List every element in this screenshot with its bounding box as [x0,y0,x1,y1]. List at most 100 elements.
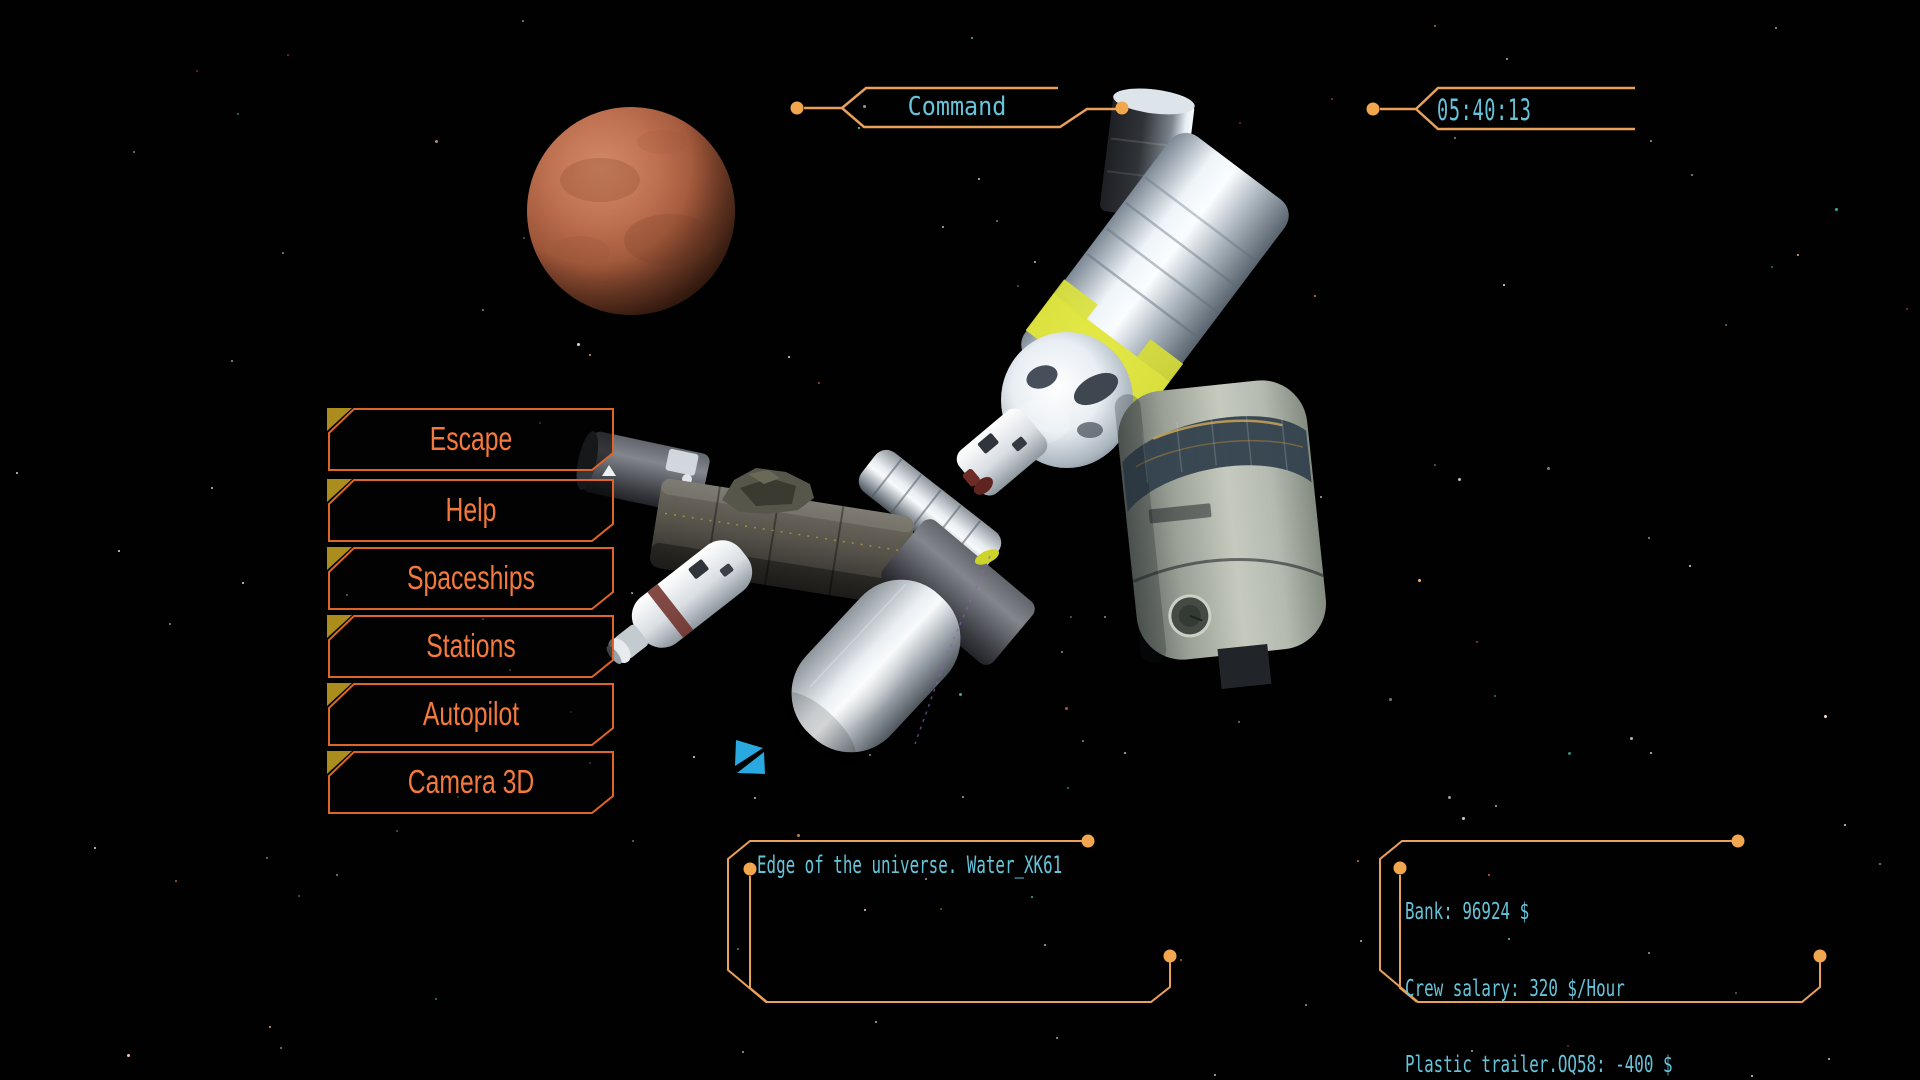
star [1879,863,1881,865]
star [1239,122,1241,124]
star [1314,295,1316,297]
star [1471,1050,1473,1052]
star [1495,805,1497,807]
star [269,1026,271,1028]
star [287,54,289,56]
corner-notch-icon [327,751,352,774]
star [1082,740,1084,742]
star [127,1054,130,1057]
star [1689,565,1691,567]
star [1434,25,1436,27]
star [1835,208,1838,211]
star [1775,27,1777,29]
menu-button-spaceships[interactable]: Spaceships [327,547,615,611]
star [577,343,580,346]
star [1771,266,1773,268]
star [632,840,634,842]
menu-button-label: Stations [426,627,516,664]
menu-button-label: Spaceships [407,559,535,596]
star [1448,796,1451,799]
star [818,382,820,384]
star [1568,752,1571,755]
star [1238,721,1240,723]
corner-notch-icon [327,547,352,570]
star [589,354,591,356]
star [175,880,177,882]
star [754,797,756,799]
star [237,113,239,115]
star [523,237,525,239]
star [242,582,244,584]
star [231,360,233,362]
space-station[interactable] [572,85,1334,781]
star [1034,261,1036,263]
menu-button-autopilot[interactable]: Autopilot [327,683,615,747]
star [742,1051,744,1053]
station-connector-module [956,408,1048,496]
finance-line-salary: Crew salary: 320 $/Hour [1405,975,1625,1002]
star [1906,308,1908,310]
button-frame [327,547,614,610]
star [1567,1045,1569,1047]
planet-mars [527,107,735,315]
star [1547,467,1550,470]
star [959,693,962,696]
star [1067,787,1069,789]
star [133,151,135,153]
star [631,592,633,594]
menu-button-escape[interactable]: Escape [327,408,615,472]
star [996,220,998,222]
star [1044,944,1046,946]
button-frame [327,751,614,814]
star [1180,959,1182,961]
command-menu-label: Command [907,92,1007,122]
star [1389,698,1392,701]
star [94,847,96,849]
star [962,796,964,798]
corner-notch-icon [327,408,352,431]
menu-button-help[interactable]: Help [327,479,615,543]
station-barrel-module [1114,380,1327,689]
finance-line-trailer: Plastic trailer.OQ58: -400 $ [1405,1052,1673,1078]
star [1331,98,1333,100]
star [797,834,800,837]
corner-notch-icon [327,479,352,502]
star [863,105,866,108]
star [1214,1074,1216,1076]
menu-button-stations[interactable]: Stations [327,615,615,679]
station-right-truss [881,519,1035,665]
star [1503,284,1505,286]
star [1056,1037,1058,1039]
game-clock: 05:40:13 [1437,93,1532,127]
star [1124,752,1126,754]
star [396,830,398,832]
trajectory-line [914,555,991,745]
button-frame [327,408,614,471]
clock-bracket [1366,86,1635,131]
location-panel-frame [727,834,1177,1003]
star [1824,715,1827,718]
star [169,623,171,625]
star [336,874,338,876]
star [971,37,973,39]
star [1320,496,1322,498]
location-panel-title: Edge of the universe. Water_XK61 [757,851,1063,879]
star [1462,817,1465,820]
station-ribbed-tube [858,449,1002,575]
menu-button-label: Escape [429,420,513,457]
star [858,127,860,129]
star [1357,860,1359,862]
star [1735,992,1737,994]
star [298,895,300,897]
star [1031,896,1033,898]
button-frame [327,479,614,542]
star [978,178,980,180]
star [1506,58,1508,60]
menu-button-camera-3d[interactable]: Camera 3D [327,751,615,815]
star [1434,464,1436,466]
star [1630,737,1633,740]
selection-marker-icon[interactable] [735,740,765,774]
star [925,878,927,880]
